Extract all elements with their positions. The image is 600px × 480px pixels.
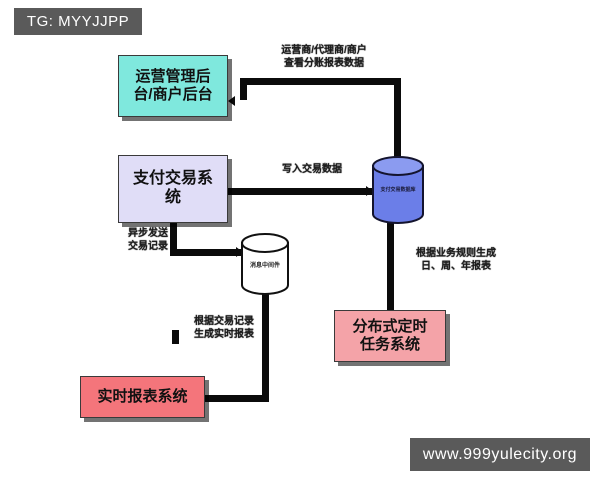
edge-view-report-segment-drop <box>240 78 247 100</box>
edge-label-biz-rule: 根据业务规则生成 日、周、年报表 <box>416 248 496 272</box>
edge-gen-realtime-segment-horizontal <box>205 395 269 402</box>
edge-gen-realtime-segment-stub <box>172 330 179 344</box>
edge-write-txn-segment-horizontal <box>196 188 372 195</box>
edge-async-send-segment-horizontal <box>170 249 242 256</box>
edge-label-write-txn: 写入交易数据 <box>282 164 342 175</box>
edge-async-send-segment-vertical <box>170 222 177 256</box>
datastore-message-middleware-label: 消息中间件 <box>249 263 280 269</box>
node-payment-transaction-system-label: 支付交易系 统 <box>132 170 213 206</box>
cylinder-shape-icon <box>372 156 424 224</box>
node-distributed-scheduler-system-label: 分布式定时 任务系统 <box>352 318 428 353</box>
edge-label-view-report: 运营商/代理商/商户 查看分账报表数据 <box>281 45 367 69</box>
edge-async-send-arrowhead <box>236 247 243 257</box>
node-realtime-report-system[interactable]: 实时报表系统 <box>80 376 205 418</box>
datastore-payment-database-label: 支付交易数据库 <box>380 187 416 193</box>
cylinder-shape-icon <box>241 233 289 295</box>
edge-write-txn-arrowhead <box>366 186 373 196</box>
node-admin-merchant-backend-label: 运营管理后 台/商户后台 <box>133 68 213 103</box>
node-realtime-report-system-label: 实时报表系统 <box>97 388 188 406</box>
datastore-message-middleware[interactable]: 消息中间件 <box>240 233 290 295</box>
telegram-handle-watermark: TG: MYYJJPP <box>14 8 142 35</box>
edge-view-report-arrowhead <box>228 96 235 106</box>
node-distributed-scheduler-system[interactable]: 分布式定时 任务系统 <box>334 310 446 362</box>
node-payment-transaction-system[interactable]: 支付交易系 统 <box>118 155 228 223</box>
edge-view-report-segment-vertical <box>394 78 401 160</box>
edge-label-async-send: 异步发送 交易记录 <box>128 228 168 252</box>
edge-label-gen-realtime: 根据交易记录 生成实时报表 <box>194 316 254 340</box>
edge-view-report-segment-horizontal <box>240 78 398 85</box>
edge-biz-rule-segment-vertical <box>387 220 394 314</box>
node-admin-merchant-backend[interactable]: 运营管理后 台/商户后台 <box>118 55 228 117</box>
site-url-watermark: www.999yulecity.org <box>410 438 590 471</box>
edge-gen-realtime-segment-vertical <box>262 294 269 402</box>
datastore-payment-database[interactable]: 支付交易数据库 <box>371 156 425 224</box>
